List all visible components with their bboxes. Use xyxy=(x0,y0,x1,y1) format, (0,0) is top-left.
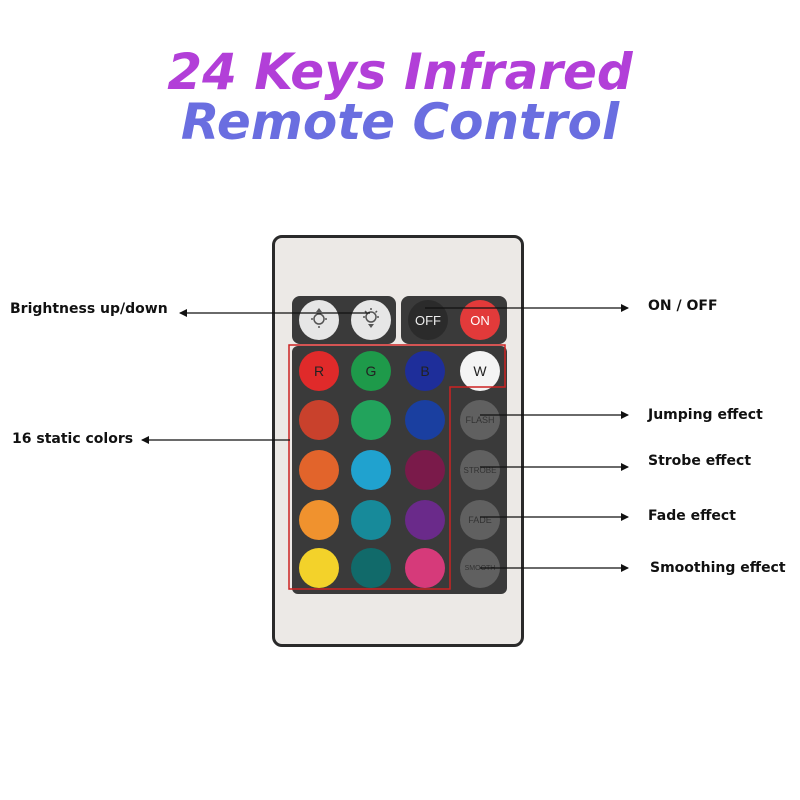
color-button-4-2[interactable] xyxy=(351,500,391,540)
color-button-3-3[interactable] xyxy=(405,450,445,490)
color-button-4-1[interactable] xyxy=(299,500,339,540)
label-smoothing-effect: Smoothing effect xyxy=(650,560,786,576)
title-line-1: 24 Keys Infrared xyxy=(167,43,633,101)
color-button-2-2[interactable] xyxy=(351,400,391,440)
color-button-2-1[interactable] xyxy=(299,400,339,440)
label-strobe-effect: Strobe effect xyxy=(648,453,752,469)
label-brightness: Brightness up/down xyxy=(10,301,168,317)
static-colors-outline xyxy=(288,344,506,590)
color-button-4-3[interactable] xyxy=(405,500,445,540)
color-button-5-2[interactable] xyxy=(351,548,391,588)
label-on-off: ON / OFF xyxy=(648,298,718,314)
color-button-2-3[interactable] xyxy=(405,400,445,440)
color-button-5-3[interactable] xyxy=(405,548,445,588)
title-line-2: Remote Control xyxy=(180,93,620,151)
remote-control: OFF ON R G B W FLASH STROBE FADE SMOOTH xyxy=(272,235,524,647)
color-button-5-1[interactable] xyxy=(299,548,339,588)
label-static-colors: 16 static colors xyxy=(12,431,134,447)
color-button-3-2[interactable] xyxy=(351,450,391,490)
label-jumping-effect: Jumping effect xyxy=(648,407,763,423)
label-fade-effect: Fade effect xyxy=(648,508,736,524)
color-button-3-1[interactable] xyxy=(299,450,339,490)
